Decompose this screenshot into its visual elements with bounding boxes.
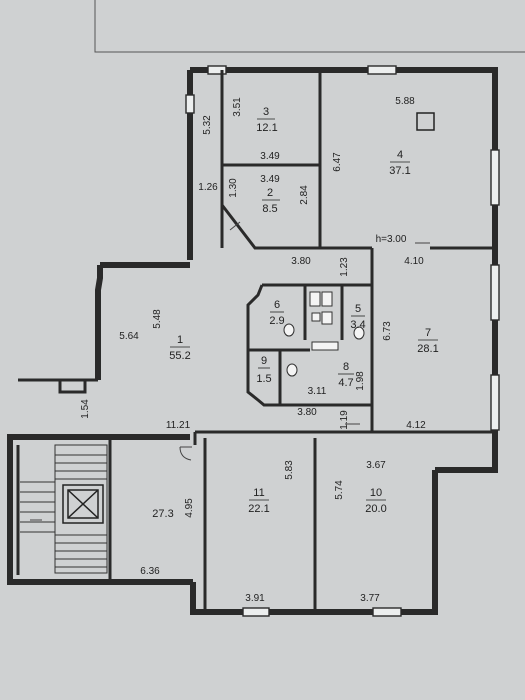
dim-3-91: 3.91 [245,593,265,604]
room-1-area: 55.2 [169,350,190,362]
room-3-area: 12.1 [256,122,277,134]
dim-5-88: 5.88 [395,96,415,107]
dim-3-11: 3.11 [308,386,327,397]
dim-3-51: 3.51 [232,97,243,117]
dim-3-49a: 3.49 [260,151,280,162]
room-7-number: 7 [425,327,431,339]
doors [30,221,430,521]
dim-2-84: 2.84 [299,185,310,205]
stair-area: 27.3 [152,508,173,520]
room-5-area: 3.4 [350,319,365,331]
dim-5-83: 5.83 [284,460,295,480]
room-7-area: 28.1 [417,343,438,355]
dim-3-80a: 3.80 [291,256,311,267]
room-11-number: 11 [253,487,264,499]
room-8-number: 8 [343,361,349,373]
adjacent-building-outline [94,0,525,53]
interior-walls [16,70,495,612]
room-9-number: 9 [261,355,267,367]
dim-3-49b: 3.49 [260,174,280,185]
dim-1-30: 1.30 [228,178,239,198]
room-10-area: 20.0 [365,503,386,515]
dim-h: h=3.00 [376,234,407,245]
sanitary-fixtures [283,291,365,377]
dim-6-47: 6.47 [332,152,343,172]
dim-1-26: 1.26 [198,182,218,193]
dim-11-21: 11.21 [166,420,191,431]
room-3-number: 3 [263,106,269,118]
room-5-number: 5 [355,303,361,315]
dim-6-73: 6.73 [382,321,393,341]
dim-3-80b: 3.80 [297,407,317,418]
dim-3-77: 3.77 [360,593,380,604]
dim-4-95: 4.95 [184,498,195,518]
room-2-number: 2 [267,187,273,199]
room-1-number: 1 [177,334,183,346]
windows [185,65,500,617]
staircase [20,444,108,574]
dim-1-19: 1.19 [339,410,350,430]
dim-3-67: 3.67 [366,460,386,471]
room-6-number: 6 [274,299,280,311]
dim-5-48: 5.48 [152,309,163,329]
room-10-number: 10 [370,487,382,499]
dim-1-23: 1.23 [339,257,350,277]
room-2-area: 8.5 [262,203,277,215]
room-9-area: 1.5 [256,373,271,385]
dim-6-36: 6.36 [140,566,160,577]
dim-5-74: 5.74 [334,480,345,500]
room-8-area: 4.7 [338,377,353,389]
dim-4-12: 4.12 [406,420,426,431]
dim-1-98: 1.98 [355,371,366,391]
dim-4-10: 4.10 [404,256,424,267]
room-4-area: 37.1 [389,165,410,177]
ventilation-shaft-symbol [416,112,435,131]
room-11-area: 22.1 [248,503,269,515]
elevator-shaft [62,484,104,524]
room-6-area: 2.9 [269,315,284,327]
dim-5-32: 5.32 [202,115,213,135]
dim-1-54: 1.54 [80,399,91,419]
dim-5-64: 5.64 [119,331,139,342]
room-4-number: 4 [397,149,403,161]
